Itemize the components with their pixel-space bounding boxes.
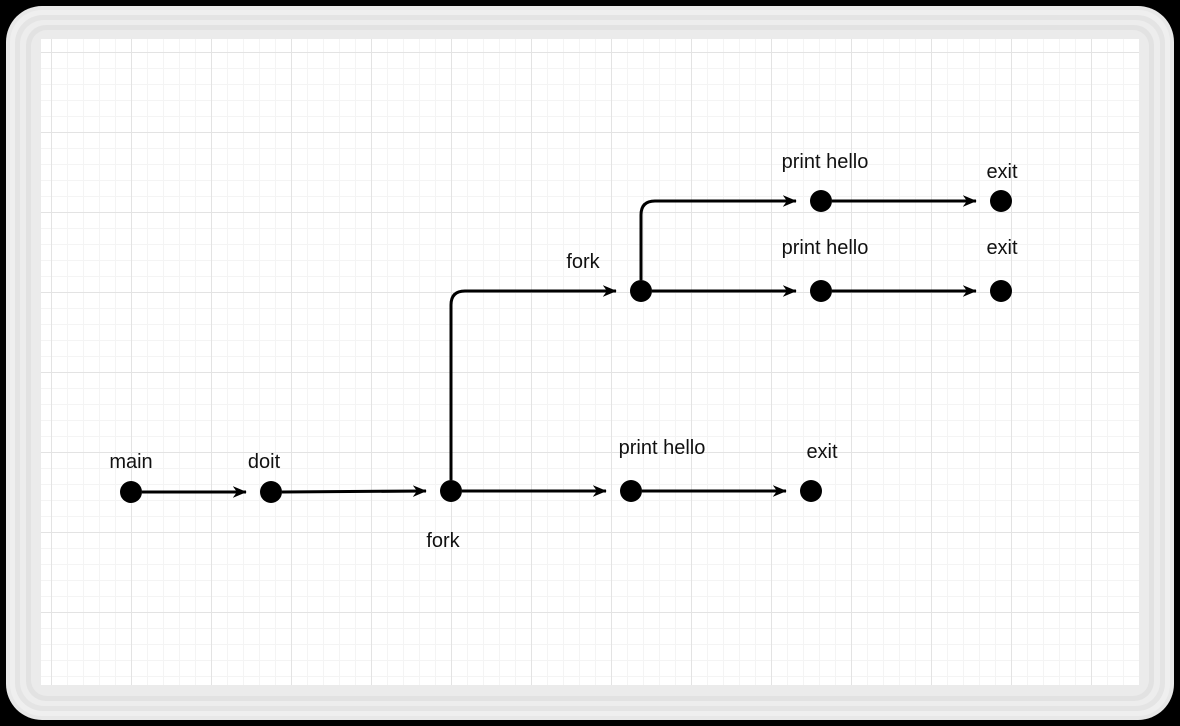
node-label-fork2: fork <box>566 251 600 273</box>
edge-fork1-to-fork2 <box>449 285 617 480</box>
diagram-canvas[interactable]: main doit fork print hello exit fork print hel… <box>41 39 1139 685</box>
node-layer <box>120 190 1012 503</box>
node-exit3[interactable] <box>990 190 1012 212</box>
diagram-svg <box>120 190 1012 503</box>
node-print2[interactable] <box>810 280 832 302</box>
node-label-print3: print hello <box>781 151 869 173</box>
node-label-exit1: exit <box>806 441 838 463</box>
node-label-print2: print hello <box>781 237 869 259</box>
node-fork2[interactable] <box>630 280 652 302</box>
node-exit2[interactable] <box>990 280 1012 302</box>
node-label-exit2: exit <box>986 237 1018 259</box>
node-doit[interactable] <box>260 481 282 503</box>
node-main[interactable] <box>120 481 142 503</box>
node-label-fork1: fork <box>426 530 460 552</box>
node-exit1[interactable] <box>800 480 822 502</box>
node-print3[interactable] <box>810 190 832 212</box>
node-label-main: main <box>109 451 153 473</box>
node-label-doit: doit <box>247 451 281 473</box>
edge-doit-to-fork1 <box>281 485 427 497</box>
node-print1[interactable] <box>620 480 642 502</box>
edge-fork2-to-print3 <box>639 195 797 280</box>
edge-layer <box>142 195 977 498</box>
node-fork1[interactable] <box>440 480 462 502</box>
node-label-print1: print hello <box>618 437 706 459</box>
node-label-exit3: exit <box>986 161 1018 183</box>
